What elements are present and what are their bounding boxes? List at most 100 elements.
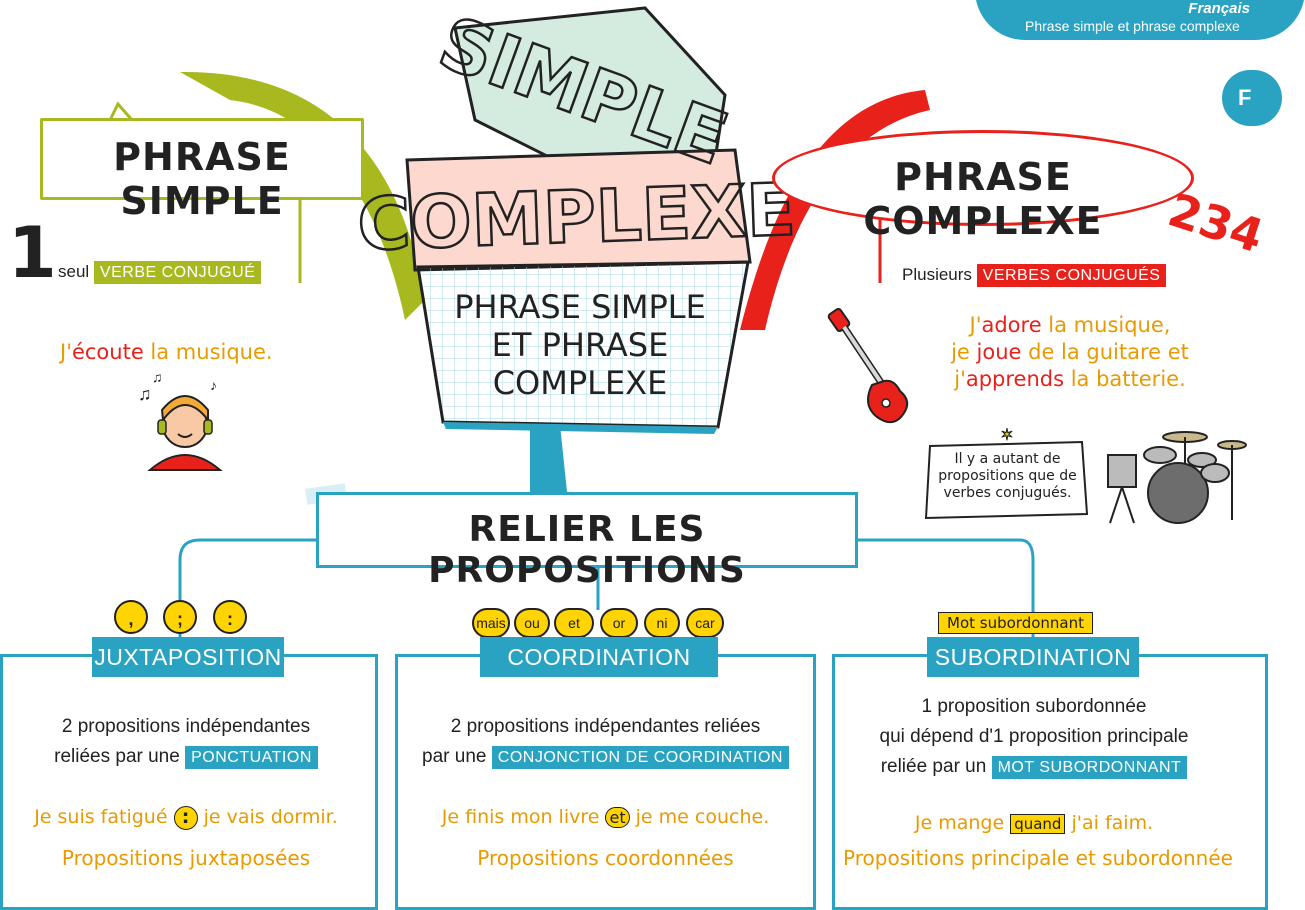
subord-result: Propositions principale et subordonnée xyxy=(843,846,1233,870)
simple-rule-prefix: seul xyxy=(58,262,90,281)
center-title-line3: COMPLEXE xyxy=(492,364,668,402)
note-line3: verbes conjugués. xyxy=(943,485,1072,501)
subord-ex-word: quand xyxy=(1010,814,1066,834)
complex-example: J'adore la musique, je joue de la guitar… xyxy=(905,312,1235,393)
juxta-desc: 2 propositions indépendantes reliées par… xyxy=(0,712,372,773)
subord-ex-pre: Je mange xyxy=(914,812,1005,834)
juxta-ex-pre: Je suis fatigué xyxy=(34,806,168,828)
coord-desc-line1: 2 propositions indépendantes reliées xyxy=(450,716,761,737)
bubble-tail xyxy=(108,101,134,121)
girl-headphones-illustration: ♫ ♪ ♫ xyxy=(138,369,223,471)
red-sweep xyxy=(740,90,930,330)
coordination-header: COORDINATION xyxy=(480,637,718,677)
svg-text:✶: ✶ xyxy=(1000,427,1013,444)
svg-text:♫: ♫ xyxy=(152,369,163,385)
relier-banner: RELIER LES PROPOSITIONS xyxy=(316,492,858,591)
simple-ex-verb: écoute xyxy=(71,340,144,364)
subord-label: Mot subordonnant xyxy=(938,612,1093,634)
phrase-complexe-title: PHRASE COMPLEXE xyxy=(863,155,1103,243)
cx1-pre: J' xyxy=(969,313,982,337)
complex-rule-prefix: Plusieurs xyxy=(902,265,972,284)
subord-desc-line1: 1 proposition subordonnée xyxy=(921,696,1147,717)
conj-or: or xyxy=(600,608,638,638)
juxtaposition-box xyxy=(0,654,378,910)
subord-desc-line2: qui dépend d'1 proposition principale xyxy=(879,726,1189,747)
guitar-illustration xyxy=(827,307,909,424)
cx2-pre: je xyxy=(951,340,977,364)
center-title-line2: ET PHRASE xyxy=(491,326,669,364)
phrase-complexe-bubble: PHRASE COMPLEXE xyxy=(772,130,1194,243)
phrase-simple-title: PHRASE SIMPLE xyxy=(113,135,291,223)
relier-title: RELIER LES PROPOSITIONS xyxy=(428,509,746,591)
number-one: 1 xyxy=(8,212,57,294)
center-grid-box xyxy=(416,260,750,434)
subject-label: Français xyxy=(1188,0,1250,17)
juxta-ex-post: je vais dormir. xyxy=(203,806,338,828)
coord-ex-pre: Je finis mon livre xyxy=(441,806,600,828)
conj-car: car xyxy=(686,608,724,638)
simple-ex-post: la musique. xyxy=(143,340,273,364)
logo-complexe: COMPLEXE xyxy=(356,167,797,266)
juxta-example: Je suis fatigué : je vais dormir. xyxy=(0,806,372,830)
simple-ex-pre: J' xyxy=(60,340,72,364)
cx3-verb: apprends xyxy=(965,367,1065,391)
topic-label: Phrase simple et phrase complexe xyxy=(1025,18,1240,34)
drums-illustration xyxy=(1107,431,1247,524)
juxta-desc-line1: 2 propositions indépendantes xyxy=(61,716,311,737)
complex-rule: Plusieurs VERBES CONJUGUÉS xyxy=(902,264,1167,287)
branch-left xyxy=(178,538,316,660)
comma-symbol: , xyxy=(114,600,148,634)
conj-et: et xyxy=(554,608,594,638)
cx1-post: la musique, xyxy=(1041,313,1171,337)
subject-badge: F xyxy=(1222,70,1282,126)
svg-text:♫: ♫ xyxy=(138,384,152,404)
conj-ni: ni xyxy=(644,608,680,638)
cx2-post: de la guitare et xyxy=(1021,340,1189,364)
cx1-verb: adore xyxy=(981,313,1042,337)
title-logo: SIMPLE COMPLEXE xyxy=(355,0,798,272)
complex-ex-line2: je joue de la guitare et xyxy=(905,339,1235,366)
juxta-desc-tag: PONCTUATION xyxy=(185,746,318,769)
note-text: Il y a autant de propositions que de ver… xyxy=(925,451,1090,502)
subordination-header: SUBORDINATION xyxy=(927,637,1139,677)
note-line2: propositions que de xyxy=(938,468,1077,484)
subord-desc-pre: reliée par un xyxy=(880,756,987,777)
semicolon-symbol: ; xyxy=(163,600,197,634)
cx2-verb: joue xyxy=(976,340,1022,364)
subord-ex-post: j'ai faim. xyxy=(1071,812,1154,834)
phrase-simple-bubble: PHRASE SIMPLE xyxy=(40,118,364,223)
note-line1: Il y a autant de xyxy=(954,451,1061,467)
simple-rule-tag: VERBE CONJUGUÉ xyxy=(93,261,262,284)
colon-symbol: : xyxy=(213,600,247,634)
coord-result: Propositions coordonnées xyxy=(477,846,734,870)
coord-ex-conj: et xyxy=(605,807,630,828)
header-tab: Français Phrase simple et phrase complex… xyxy=(975,0,1305,40)
complex-rule-tag: VERBES CONJUGUÉS xyxy=(976,264,1167,287)
subord-desc: 1 proposition subordonnée qui dépend d'1… xyxy=(832,692,1236,783)
cx3-post: la batterie. xyxy=(1064,367,1186,391)
juxta-desc-pre: reliées par une xyxy=(54,746,180,767)
center-title-line1: PHRASE SIMPLE xyxy=(454,288,706,326)
juxta-ex-symbol: : xyxy=(173,806,198,830)
coord-example: Je finis mon livre et je me couche. xyxy=(395,806,816,828)
simple-example: J'écoute la musique. xyxy=(60,340,273,364)
coord-ex-post: je me couche. xyxy=(635,806,770,828)
conj-mais: mais xyxy=(472,608,510,638)
coord-desc-pre: par une xyxy=(422,746,487,767)
subord-example: Je mange quand j'ai faim. xyxy=(832,812,1236,834)
coord-desc: 2 propositions indépendantes reliées par… xyxy=(395,712,816,773)
note-card: ✶ xyxy=(924,427,1089,520)
svg-text:♪: ♪ xyxy=(210,377,217,393)
conj-ou: ou xyxy=(514,608,550,638)
juxta-result: Propositions juxtaposées xyxy=(61,846,311,870)
complex-ex-line1: J'adore la musique, xyxy=(905,312,1235,339)
branch-right xyxy=(852,538,1035,660)
coord-desc-tag: CONJONCTION DE COORDINATION xyxy=(491,746,789,769)
juxtaposition-header: JUXTAPOSITION xyxy=(92,637,284,677)
complex-ex-line3: j'apprends la batterie. xyxy=(905,366,1235,393)
simple-rule: seul VERBE CONJUGUÉ xyxy=(58,261,262,284)
subord-desc-tag: MOT SUBORDONNANT xyxy=(991,756,1188,779)
center-title: PHRASE SIMPLE ET PHRASE COMPLEXE xyxy=(430,288,730,402)
cx3-pre: j' xyxy=(954,367,966,391)
coordination-box xyxy=(395,654,816,910)
